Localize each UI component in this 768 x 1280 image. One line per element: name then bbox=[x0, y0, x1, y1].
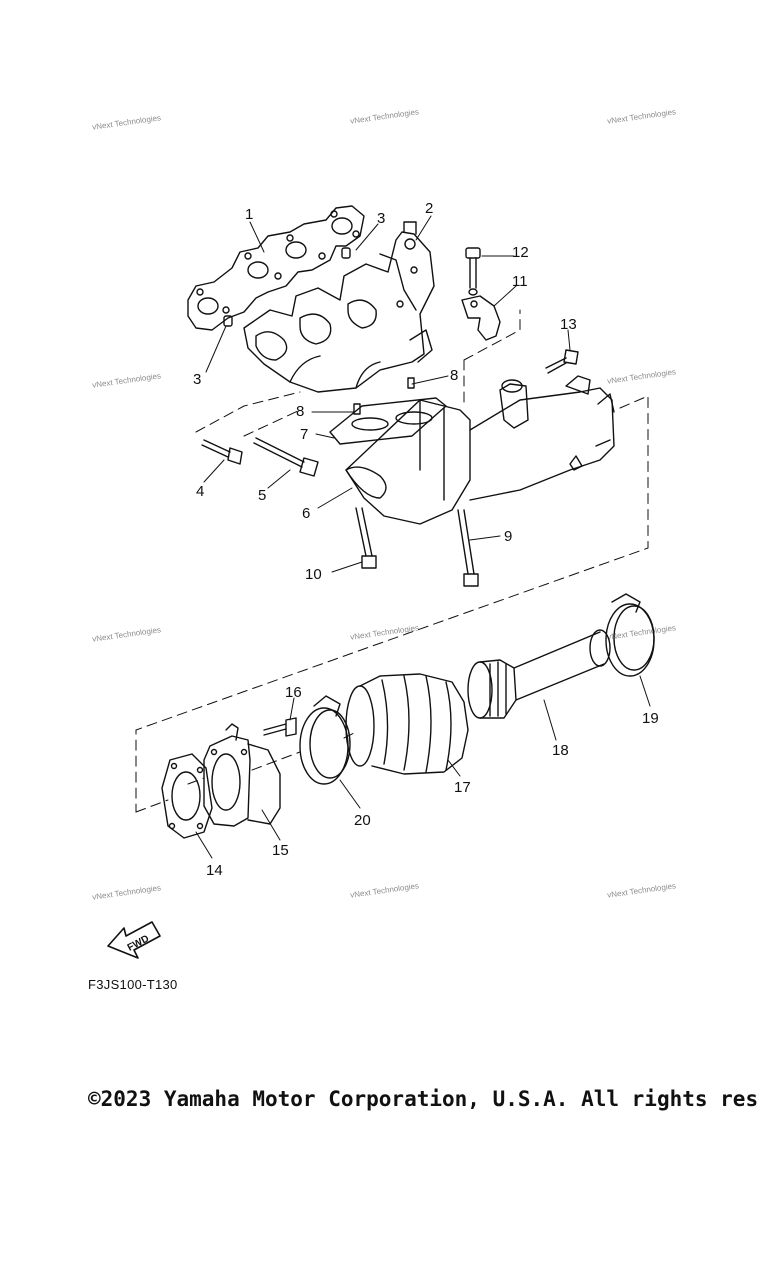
callout-11: 11 bbox=[512, 273, 528, 290]
guide-lines bbox=[135, 309, 649, 813]
part-9-bolt bbox=[457, 509, 479, 587]
callout-15: 15 bbox=[272, 842, 289, 859]
callout-3: 3 bbox=[377, 210, 385, 227]
part-17-hose bbox=[345, 673, 469, 775]
callout-labels: 1 2 3 3 4 5 6 7 8 8 9 10 11 12 13 14 15 … bbox=[193, 200, 659, 879]
part-11-bracket bbox=[461, 295, 501, 341]
part-7-gasket bbox=[329, 397, 447, 445]
callout-1: 1 bbox=[245, 206, 253, 223]
callout-10: 10 bbox=[305, 566, 322, 583]
part-16-bolt bbox=[263, 717, 297, 737]
part-18-pipe bbox=[467, 629, 611, 719]
callout-3: 3 bbox=[193, 371, 201, 388]
callout-9: 9 bbox=[504, 528, 512, 545]
callout-7: 7 bbox=[300, 426, 308, 443]
callout-14: 14 bbox=[206, 862, 223, 879]
callout-4: 4 bbox=[196, 483, 204, 500]
callout-16: 16 bbox=[285, 684, 302, 701]
part-8-pin bbox=[353, 377, 415, 415]
copyright-notice: ©2023 Yamaha Motor Corporation, U.S.A. A… bbox=[88, 1087, 759, 1111]
callout-18: 18 bbox=[552, 742, 569, 759]
part-15-adapter bbox=[203, 723, 281, 827]
callout-20: 20 bbox=[354, 812, 371, 829]
part-3-dowel-pin bbox=[223, 247, 351, 327]
callout-12: 12 bbox=[512, 244, 529, 261]
part-14-gasket bbox=[161, 753, 213, 839]
callout-8: 8 bbox=[450, 367, 458, 384]
part-6-exhaust-chamber bbox=[345, 375, 615, 525]
fwd-label: FWD bbox=[126, 933, 151, 953]
callout-6: 6 bbox=[302, 505, 310, 522]
part-13-bolt bbox=[545, 349, 579, 374]
exhaust-manifold bbox=[243, 221, 435, 393]
exhaust-parts-diagram: 1 2 3 3 4 5 6 7 8 8 9 10 11 12 13 14 15 … bbox=[107, 200, 659, 959]
leader-lines bbox=[195, 215, 651, 859]
part-1-gasket bbox=[187, 205, 365, 331]
guide-lines bbox=[135, 731, 357, 813]
part-20-clamp bbox=[299, 695, 351, 785]
part-19-clamp bbox=[605, 593, 655, 677]
callout-13: 13 bbox=[560, 316, 577, 333]
part-10-bolt bbox=[355, 507, 377, 569]
callout-8: 8 bbox=[296, 403, 304, 420]
part-12-bolt bbox=[465, 247, 481, 296]
callout-17: 17 bbox=[454, 779, 471, 796]
callout-5: 5 bbox=[258, 487, 266, 504]
part-4-bolt bbox=[201, 439, 243, 465]
fwd-arrow-icon bbox=[107, 921, 161, 959]
part-5-bolt bbox=[253, 437, 319, 477]
diagram-code: F3JS100-T130 bbox=[88, 977, 178, 992]
callout-2: 2 bbox=[425, 200, 433, 217]
callout-19: 19 bbox=[642, 710, 659, 727]
